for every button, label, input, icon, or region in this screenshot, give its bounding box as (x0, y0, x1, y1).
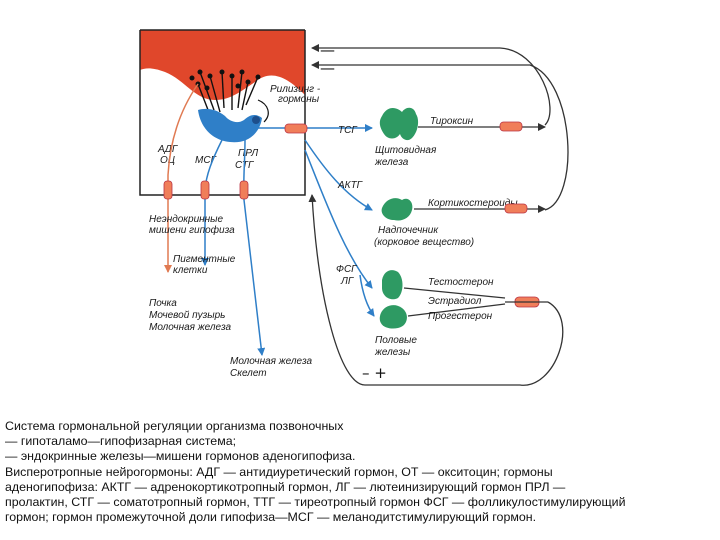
label-kidney-2: Мочевой пузырь (149, 310, 225, 321)
label-adrenal-2: (корковое вещество) (374, 237, 474, 248)
hormone-regulation-diagram: — — Рилизинг - гормоны АДГ ОЦ МСГ ПРЛ СТ… (139, 29, 569, 386)
label-thyroid-1: Щитовидная (375, 145, 437, 156)
label-neuro-targets-2: мишени гипофиза (149, 224, 235, 236)
arrow-fsg-lg (304, 149, 373, 289)
adrenal-gland (381, 198, 413, 221)
label-mammary-2: Скелет (230, 368, 267, 379)
caption-line-5: аденогипофиза: АКТГ — адренокортикотропн… (5, 479, 566, 494)
label-lg: ЛГ (340, 276, 355, 287)
caption-line-4: Висперотропные нейрогормоны: АДГ — антид… (5, 464, 553, 479)
gonad-female (379, 305, 407, 329)
label-thyroxin: Тироксин (430, 116, 474, 127)
label-pigment-2: клетки (173, 265, 208, 276)
caption-line-2: — гипоталамо—гипофизарная система; (5, 434, 237, 449)
label-gonads-1: Половые (375, 335, 417, 346)
hypothalamus-region (140, 30, 305, 100)
pituitary-gland (198, 108, 262, 143)
pituitary-posterior (257, 99, 269, 123)
caption-line-6: пролактин, СТГ — соматотропный гормон, Т… (5, 495, 626, 510)
label-corticosteroids: Кортикостероиды (428, 198, 518, 209)
label-tsg: ТСГ (338, 125, 358, 136)
feedback-loop-sex (308, 194, 564, 386)
capsule-thyroxin (499, 121, 523, 132)
minus-sign-top2: — (320, 59, 335, 77)
minus-plus-sign: – + (362, 364, 387, 382)
capsule-msg (200, 180, 210, 200)
label-gonads-2: железы (374, 347, 411, 358)
caption-line-1: Система гормональной регуляции организма… (5, 419, 344, 433)
estrogen-line (407, 303, 506, 317)
arrow-aktg (304, 139, 373, 211)
label-aktg: АКТГ (337, 180, 364, 191)
label-kidney-1: Почка (149, 298, 177, 309)
releasing-hormones-label-1: Рилизинг - (270, 84, 321, 95)
label-pigment-1: Пигментные (173, 254, 236, 265)
capsule-prl (239, 180, 249, 200)
caption-line-3: — эндокринные железы—мишени гормонов аде… (5, 449, 356, 464)
caption-line-7: гормон; гормон промежуточной доли гипофи… (5, 510, 537, 525)
capsule-adg (163, 180, 173, 200)
label-testosterone: Тестостерон (428, 277, 494, 288)
neurosecretory-axons (197, 71, 259, 116)
pituitary-dot (252, 116, 260, 124)
label-ot: ОЦ (160, 155, 175, 166)
releasing-hormones-label-2: гормоны (278, 94, 320, 105)
testosterone-line (403, 287, 506, 299)
capsule-corticoid (504, 203, 528, 214)
feedback-loop-thyroxin (311, 44, 551, 126)
label-kidney-3: Молочная железа (149, 322, 232, 333)
label-prl: ПРЛ (238, 148, 258, 159)
label-estradiol: Эстрадиол (428, 296, 482, 307)
label-thyroid-2: железа (374, 157, 409, 168)
main-frame (139, 30, 306, 196)
label-progesterone: Прогестерон (428, 311, 493, 322)
feedback-loop-corticoid (311, 61, 569, 211)
label-msg: МСГ (195, 155, 218, 166)
caption: Система гормональной регуляции организма… (5, 419, 717, 525)
arrow-adg-ot (164, 83, 199, 273)
arrow-prl-stg (242, 139, 266, 356)
arrow-fsg-lg-2 (359, 274, 375, 317)
gonad-male (382, 270, 403, 300)
label-mammary-1: Молочная железа (230, 356, 313, 367)
capsule-tsg (284, 123, 308, 134)
label-fsg: ФСГ (336, 264, 358, 275)
label-adg: АДГ (157, 144, 179, 155)
thyroid-gland (379, 107, 419, 141)
label-adrenal-1: Надпочечник (378, 225, 439, 236)
label-neuro-targets-1: Неэндокринные (149, 214, 224, 225)
minus-sign-top1: — (320, 41, 335, 59)
